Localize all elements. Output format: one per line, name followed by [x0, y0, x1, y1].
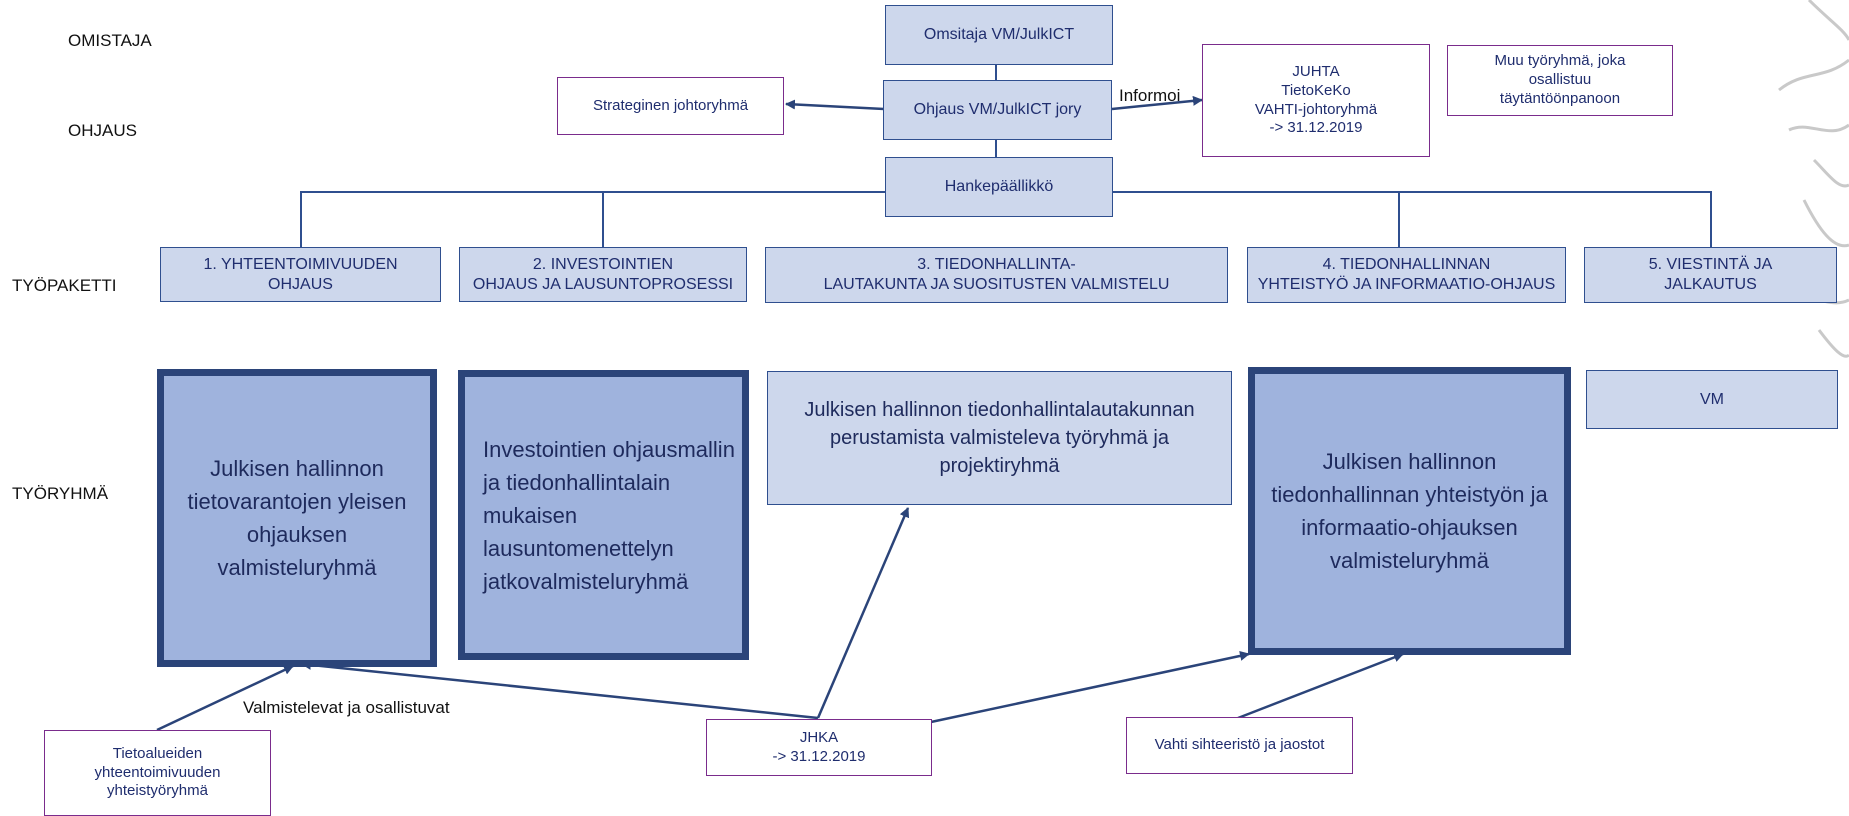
row-label-tyoryhma: TYÖRYHMÄ [12, 484, 109, 503]
strategic-board-box: Strateginen johtoryhmä [557, 77, 784, 135]
work-package-5: 5. VIESTINTÄ JA JALKAUTUS [1584, 247, 1837, 303]
row-label-ohjaus: OHJAUS [68, 121, 137, 140]
arrow-tietoalueiden-to-group1 [156, 664, 294, 732]
vahti-box: Vahti sihteeristö ja jaostot [1126, 717, 1353, 774]
work-package-2: 2. INVESTOINTIEN OHJAUS JA LAUSUNTOPROSE… [459, 247, 747, 302]
project-manager-box: Hankepäällikkö [885, 157, 1113, 217]
other-group-box: Muu työryhmä, joka osallistuu täytäntöön… [1447, 45, 1673, 116]
arrow-vahti-to-group4 [1237, 652, 1404, 720]
arrow-to-strategic [785, 99, 885, 111]
work-package-1: 1. YHTEENTOIMIVUUDEN OHJAUS [160, 247, 441, 302]
juhta-box: JUHTA TietoKeKo VAHTI-johtoryhmä -> 31.1… [1202, 44, 1430, 157]
jhka-box: JHKA -> 31.12.2019 [706, 719, 932, 776]
owner-box: Omsitaja VM/JulkICT [885, 5, 1113, 65]
steering-box: Ohjaus VM/JulkICT jory [883, 80, 1112, 140]
row-label-tyopaketti: TYÖPAKETTI [12, 276, 117, 295]
row-label-omistaja: OMISTAJA [68, 31, 152, 50]
work-package-4: 4. TIEDONHALLINNAN YHTEISTYÖ JA INFORMAA… [1247, 247, 1566, 303]
arrow-jhka-to-group1 [301, 659, 819, 720]
tietoalueiden-box: Tietoalueiden yhteentoimivuuden yhteisty… [44, 730, 271, 816]
valmistelevat-label: Valmistelevat ja osallistuvat [243, 698, 450, 717]
working-group-1: Julkisen hallinnon tietovarantojen yleis… [157, 369, 437, 667]
working-group-4: Julkisen hallinnon tiedonhallinnan yhtei… [1248, 367, 1571, 655]
working-group-2: Investointien ohjausmallin ja tiedonhall… [458, 370, 749, 660]
arrow-informoi [1111, 95, 1203, 111]
informoi-label: Informoi [1119, 86, 1181, 105]
working-group-3: Julkisen hallinnon tiedonhallintalautaku… [767, 371, 1232, 505]
arrow-jhka-to-group4 [930, 650, 1250, 724]
vm-box: VM [1586, 370, 1838, 429]
work-package-3: 3. TIEDONHALLINTA- LAUTAKUNTA JA SUOSITU… [765, 247, 1228, 303]
arrow-jhka-to-group3 [816, 507, 910, 719]
